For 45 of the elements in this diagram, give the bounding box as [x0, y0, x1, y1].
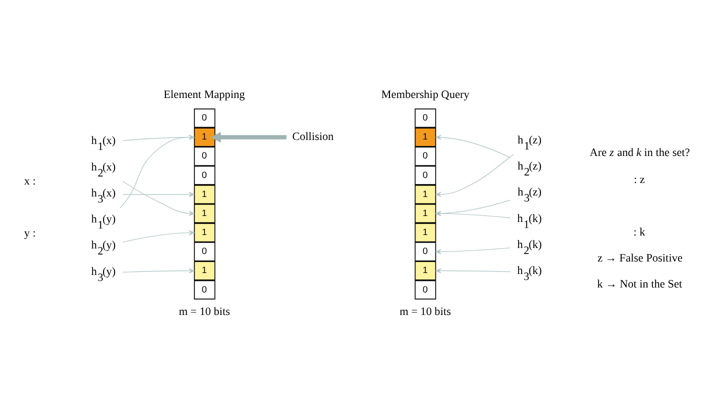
- arrow: [122, 268, 194, 273]
- node-box: 1: [194, 260, 216, 280]
- node-box: 0: [414, 242, 436, 261]
- node-box: 0: [194, 280, 216, 299]
- arrow: [122, 230, 194, 242]
- node-box: 1: [414, 260, 436, 280]
- arrow: [122, 180, 194, 216]
- label: x :: [24, 174, 36, 187]
- node-box: 0: [194, 108, 216, 128]
- label: m = 10 bits: [178, 306, 230, 318]
- node-box: 1: [414, 127, 436, 146]
- label: Are z and k in the set?: [590, 146, 690, 159]
- arrow: [436, 153, 514, 196]
- node-box: 0: [194, 242, 216, 261]
- node-box: 1: [194, 127, 216, 146]
- arrow: [436, 246, 511, 254]
- label: k → Not in the Set: [597, 278, 682, 290]
- arrow: [210, 131, 286, 142]
- node-box: 1: [194, 222, 216, 242]
- node-box: 0: [194, 165, 216, 184]
- node-box: 0: [414, 108, 436, 128]
- arrow: [120, 134, 194, 208]
- node-box: 1: [414, 222, 436, 242]
- label: : z: [634, 174, 645, 186]
- node-box: 0: [194, 146, 216, 166]
- arrow: [436, 199, 511, 216]
- node-box: 1: [414, 184, 436, 204]
- node-box: 1: [194, 184, 216, 204]
- arrow: [122, 134, 194, 140]
- node-box: 1: [414, 203, 436, 223]
- arrow: [122, 191, 194, 197]
- node-box: 1: [194, 203, 216, 223]
- node-box: 0: [414, 146, 436, 166]
- label: Element Mapping: [164, 88, 245, 101]
- arrow: [436, 210, 511, 218]
- node-text: Collision: [292, 130, 334, 142]
- label: Membership Query: [381, 88, 470, 101]
- label: z → False Positive: [597, 252, 683, 264]
- label: : k: [634, 226, 646, 238]
- label: m = 10 bits: [400, 306, 451, 318]
- node-box: 0: [414, 280, 436, 299]
- node-box: 0: [414, 165, 436, 184]
- label: y :: [24, 227, 36, 240]
- arrow: [436, 268, 511, 273]
- arrow: [436, 134, 511, 158]
